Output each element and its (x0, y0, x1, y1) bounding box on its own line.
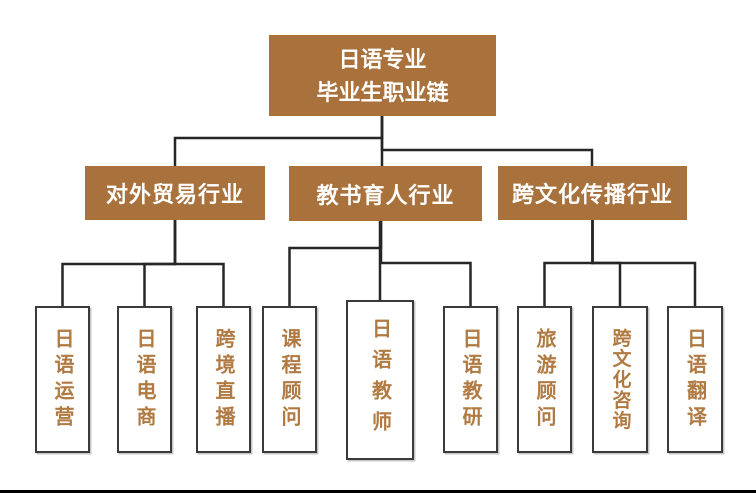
root-label-line2: 毕业生职业链 (316, 79, 449, 105)
connector-group3-to-leaf7 (543, 220, 594, 306)
connector-group2-to-leaf6 (379, 221, 472, 306)
connector-group3-to-leaf9 (591, 220, 697, 306)
page-bottom-rule (0, 490, 756, 493)
leaf-label: 日语教研 (459, 327, 481, 432)
leaf-label: 旅游顾问 (533, 327, 555, 432)
group-box-teaching: 教书育人行业 (289, 166, 482, 221)
leaf-label: 日语翻译 (683, 327, 706, 432)
connector-root-to-group3 (380, 115, 594, 166)
root-label-line1: 日语专业 (338, 46, 427, 72)
group-label: 教书育人行业 (316, 182, 455, 208)
leaf-box-japanese-teacher: 日语教师 (346, 300, 414, 460)
group-box-foreign-trade: 对外贸易行业 (85, 166, 265, 220)
group-label: 对外贸易行业 (105, 182, 244, 207)
group-label: 跨文化传播行业 (511, 182, 673, 207)
leaf-box-crossborder-livestream: 跨境直播 (196, 306, 251, 453)
leaf-label: 跨文化咨询 (609, 328, 631, 431)
leaf-label: 日语教师 (368, 318, 391, 442)
leaf-box-crosscultural-consulting: 跨文化咨询 (592, 306, 648, 453)
connector-group1-to-leaf2 (143, 220, 177, 306)
leaf-box-japanese-teaching-research: 日语教研 (443, 306, 498, 453)
leaf-box-japanese-translation: 日语翻译 (667, 306, 723, 453)
connector-group2-to-leaf4 (288, 221, 383, 306)
leaf-label: 日语运营 (51, 327, 73, 432)
connector-group1-to-leaf3 (173, 220, 225, 306)
leaf-label: 跨境直播 (212, 327, 234, 432)
leaf-box-course-consultant: 课程顾问 (262, 306, 317, 453)
leaf-box-japanese-ecommerce: 日语电商 (117, 306, 172, 453)
leaf-box-japanese-operations: 日语运营 (35, 306, 90, 453)
leaf-label: 课程顾问 (278, 327, 300, 432)
group-box-cross-cultural: 跨文化传播行业 (498, 166, 687, 220)
connector-root-to-group1 (173, 115, 384, 166)
root-box: 日语专业 毕业生职业链 (269, 35, 496, 116)
leaf-label: 日语电商 (133, 327, 155, 432)
leaf-box-travel-consultant: 旅游顾问 (517, 306, 572, 453)
